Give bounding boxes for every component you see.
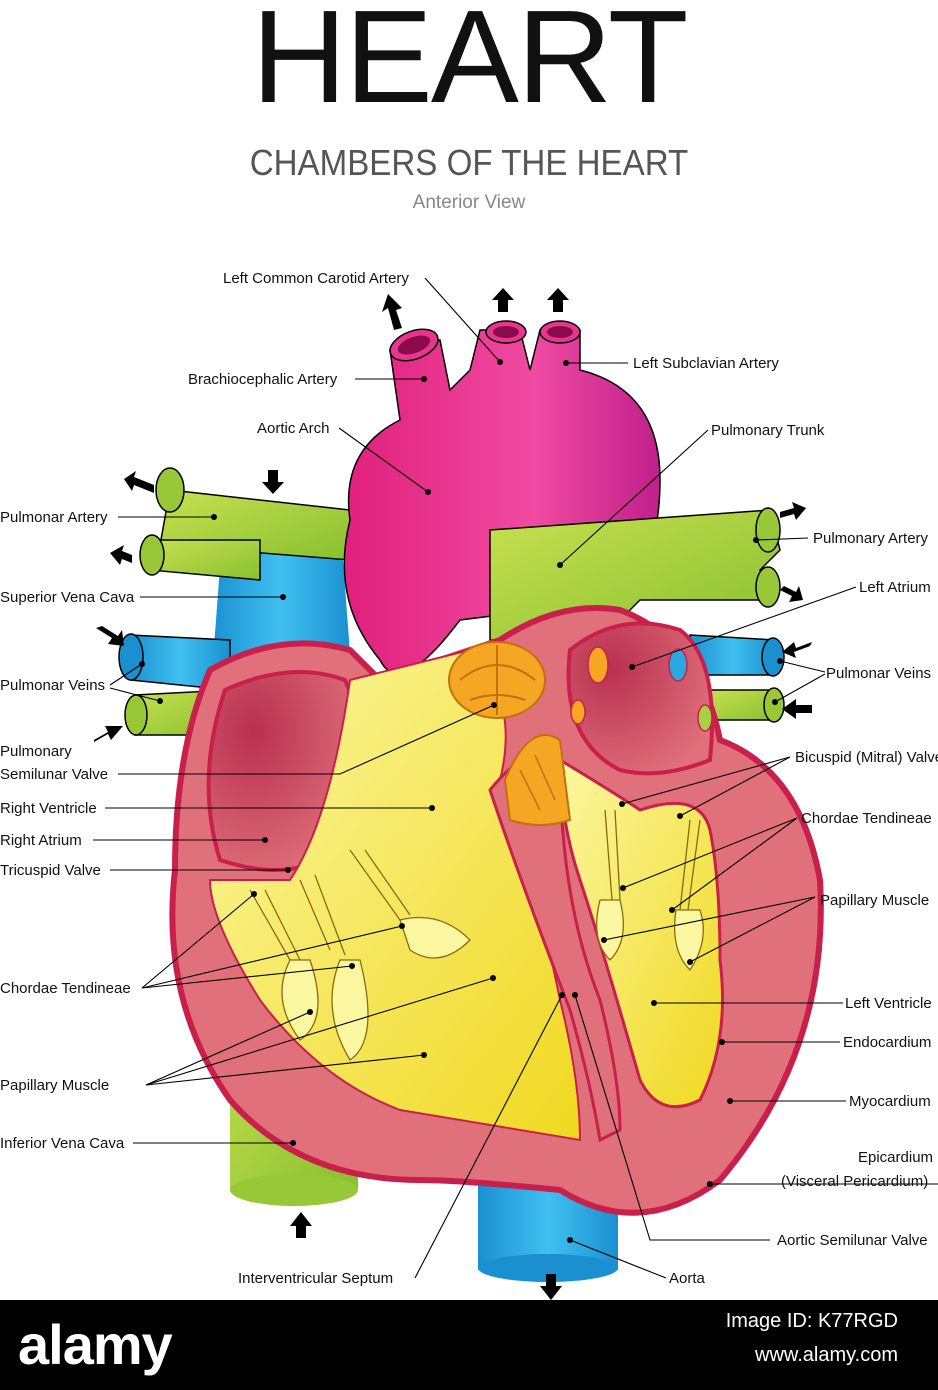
arrow-icon <box>782 642 812 658</box>
label-epicardium-2: (Visceral Pericardium) <box>781 1173 928 1190</box>
leader-lines <box>93 277 938 1279</box>
label-endocardium: Endocardium <box>843 1034 931 1051</box>
heart-diagram: Left Common Carotid Artery Brachiocephal… <box>0 270 938 1300</box>
site-url: www.alamy.com <box>755 1344 898 1366</box>
label-left-subclavian-artery: Left Subclavian Artery <box>633 355 779 372</box>
pulmonary-semilunar-valve <box>448 641 546 719</box>
label-chordae-tendineae-right: Chordae Tendineae <box>801 810 932 827</box>
arrow-icon <box>382 294 402 330</box>
left-chordae-tendineae <box>596 809 704 972</box>
label-left-atrium: Left Atrium <box>859 579 931 596</box>
label-aorta: Aorta <box>669 1270 706 1287</box>
label-bicuspid-mitral-valve: Bicuspid (Mitral) Valve <box>795 749 938 766</box>
page-subtitle: CHAMBERS OF THE HEART <box>249 142 689 183</box>
label-left-ventricle: Left Ventricle <box>845 995 932 1012</box>
label-aortic-semilunar-valve: Aortic Semilunar Valve <box>777 1232 928 1249</box>
arrow-icon <box>262 470 284 494</box>
arrow-icon <box>110 545 132 565</box>
label-tricuspid-valve: Tricuspid Valve <box>0 862 101 879</box>
aortic-semilunar-valve <box>503 734 572 826</box>
label-epicardium-1: Epicardium <box>858 1149 933 1166</box>
label-pulmonar-veins-left: Pulmonar Veins <box>0 677 105 694</box>
label-pulmonary-trunk: Pulmonary Trunk <box>711 422 825 439</box>
left-ventricle-chamber <box>558 757 724 1109</box>
label-left-common-carotid-artery: Left Common Carotid Artery <box>223 270 409 287</box>
arrow-icon <box>780 586 803 602</box>
label-interventricular-septum: Interventricular Septum <box>238 1270 393 1287</box>
label-pulmonary-artery-right: Pulmonary Artery <box>813 530 929 547</box>
arrow-icon <box>540 1274 562 1300</box>
label-superior-vena-cava: Superior Vena Cava <box>0 589 135 606</box>
label-brachiocephalic-artery: Brachiocephalic Artery <box>188 371 338 388</box>
label-right-ventricle: Right Ventricle <box>0 800 97 817</box>
arrow-icon <box>492 288 514 312</box>
arrow-icon <box>96 626 124 646</box>
flow-arrows <box>94 288 812 1300</box>
arrow-icon <box>290 1212 312 1238</box>
label-pulmonar-veins-right: Pulmonar Veins <box>826 665 931 682</box>
page-title: HEART <box>251 0 689 130</box>
label-papillary-muscle-right: Papillary Muscle <box>820 892 929 909</box>
label-pulmonary-semilunar-valve-1: Pulmonary <box>0 743 72 760</box>
arrow-icon <box>780 502 806 520</box>
label-myocardium: Myocardium <box>849 1093 931 1110</box>
arrow-icon <box>94 726 123 742</box>
arrow-icon <box>782 699 812 719</box>
right-chordae-tendineae <box>249 849 471 1061</box>
view-caption: Anterior View <box>412 192 526 213</box>
label-aortic-arch: Aortic Arch <box>257 420 330 437</box>
alamy-logo: alamy <box>18 1313 173 1376</box>
label-right-atrium: Right Atrium <box>0 832 82 849</box>
right-pulmonary-veins <box>689 634 785 723</box>
arrow-icon <box>547 288 569 312</box>
label-pulmonary-semilunar-valve-2: Semilunar Valve <box>0 766 108 783</box>
label-papillary-muscle-left: Papillary Muscle <box>0 1077 109 1094</box>
arrow-icon <box>124 471 154 493</box>
label-inferior-vena-cava: Inferior Vena Cava <box>0 1135 125 1152</box>
watermark-footer: alamy Image ID: K77RGD www.alamy.com <box>0 1300 938 1390</box>
label-pulmonar-artery-left: Pulmonar Artery <box>0 509 108 526</box>
left-pulmonary-artery <box>139 467 351 581</box>
label-chordae-tendineae-left: Chordae Tendineae <box>0 980 131 997</box>
image-id: Image ID: K77RGD <box>725 1310 898 1332</box>
